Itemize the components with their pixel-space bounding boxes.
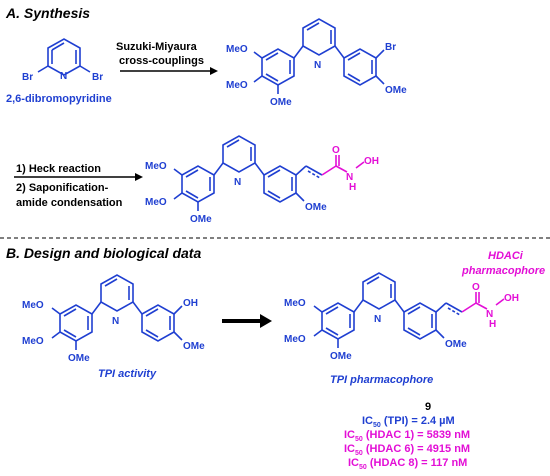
ic50-hdac6-pre: IC	[344, 443, 355, 455]
p1-n-label: N	[314, 60, 321, 71]
ic50-hdac1-post: (HDAC 1) = 5839 nM	[362, 429, 471, 441]
step2-line3: amide condensation	[16, 197, 123, 209]
ic50-hdac1: IC50 (HDAC 1) = 5839 nM	[344, 429, 471, 444]
ic50-tpi-post: (TPI) = 2.4 µM	[380, 415, 455, 427]
section-a-title: A. Synthesis	[6, 5, 91, 21]
ic50-tpi-sub: 50	[373, 422, 381, 430]
ic50-hdac8: IC50 (HDAC 8) = 117 nM	[348, 457, 468, 472]
b2-n-lower: N	[486, 309, 493, 320]
p2-meo-mid: MeO	[145, 197, 167, 208]
p2-n-label: N	[234, 177, 241, 188]
starting-material-name: 2,6-dibromopyridine	[6, 93, 112, 105]
p1-ome-right: OMe	[385, 85, 407, 96]
ic50-hdac1-pre: IC	[344, 429, 355, 441]
b1-meo-top: MeO	[22, 300, 44, 311]
tpi-activity-structure	[51, 274, 183, 350]
p1-br-label: Br	[385, 42, 396, 53]
product2-structure	[173, 135, 323, 211]
ic50-tpi-pre: IC	[362, 415, 373, 427]
product1-structure	[253, 18, 385, 94]
p1-meo-top: MeO	[226, 44, 248, 55]
p2-n-lower: N	[346, 172, 353, 183]
b2-n-label: N	[374, 314, 381, 325]
b2-ome-right: OMe	[445, 339, 467, 350]
compound-number: 9	[425, 401, 432, 413]
tpi-pharmacophore-label: TPI pharmacophore	[330, 374, 434, 386]
p2-ome-right: OMe	[305, 202, 327, 213]
design-arrowhead	[260, 314, 272, 328]
b1-n-label: N	[112, 316, 119, 327]
b1-oh-label: OH	[183, 298, 198, 309]
dibromopyridine-structure	[37, 38, 91, 76]
b1-ome-right: OMe	[183, 341, 205, 352]
step1-line2: cross-couplings	[119, 55, 204, 67]
p2-oh-label: OH	[364, 156, 379, 167]
ic50-hdac6-sub: 50	[355, 450, 363, 458]
tpi-activity-label: TPI activity	[98, 368, 157, 380]
p2-o-label: O	[332, 145, 340, 156]
b2-h-label: H	[489, 319, 496, 330]
step2-line1: 1) Heck reaction	[16, 163, 101, 175]
step2-arrowhead	[135, 173, 143, 181]
b2-o-label: O	[472, 282, 480, 293]
p1-meo-mid: MeO	[226, 80, 248, 91]
b2-oh-label: OH	[504, 293, 519, 304]
step2-line2: 2) Saponification-	[16, 182, 109, 194]
section-b-title: B. Design and biological data	[6, 245, 202, 261]
ic50-hdac6: IC50 (HDAC 6) = 4915 nM	[344, 443, 471, 458]
product2-hydroxamate	[321, 155, 365, 176]
ic50-hdac8-sub: 50	[359, 464, 367, 472]
b1-meo-mid: MeO	[22, 336, 44, 347]
step1-line1: Suzuki-Miyaura	[116, 41, 197, 53]
tpi-pharmacophore-structure	[313, 272, 463, 348]
p2-h-label: H	[349, 182, 356, 193]
b2-ome-bottom: OMe	[330, 351, 352, 362]
step1-arrowhead	[210, 67, 218, 75]
p2-meo-top: MeO	[145, 161, 167, 172]
hdaci-label-line2: pharmacophore	[462, 265, 546, 277]
b1-ome-bottom: OMe	[68, 353, 90, 364]
hdaci-label-line1: HDACi	[488, 250, 523, 262]
ic50-hdac8-pre: IC	[348, 457, 359, 469]
ic50-hdac8-post: (HDAC 8) = 117 nM	[366, 457, 468, 469]
br-label-left: Br	[22, 72, 33, 83]
ic50-tpi: IC50 (TPI) = 2.4 µM	[362, 415, 455, 430]
p1-ome-bottom: OMe	[270, 97, 292, 108]
b2-meo-mid: MeO	[284, 334, 306, 345]
p2-ome-bottom: OMe	[190, 214, 212, 225]
b2-meo-top: MeO	[284, 298, 306, 309]
ic50-hdac1-sub: 50	[355, 436, 363, 444]
ic50-hdac6-post: (HDAC 6) = 4915 nM	[362, 443, 471, 455]
br-label-right: Br	[92, 72, 103, 83]
n-label: N	[60, 71, 67, 82]
hdaci-hydroxamate	[461, 292, 505, 313]
